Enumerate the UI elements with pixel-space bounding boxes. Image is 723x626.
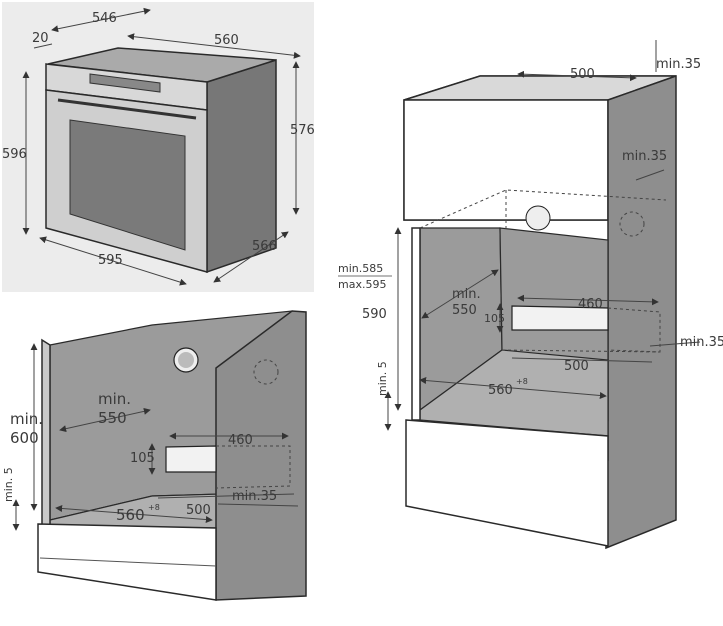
uc-5-label: min. 5 [2, 467, 15, 502]
col-vent-slot [511, 305, 609, 331]
uc-560-dim [55, 504, 213, 524]
col-opening-height-2: max.595 [338, 278, 386, 291]
col-500-label: 500 [570, 67, 595, 82]
oven-546-dim [51, 7, 151, 33]
oven-566-label: 566 [252, 239, 277, 254]
uc-vent-slot-hidden [215, 445, 291, 489]
col-560-tolerance: +8 [516, 377, 528, 386]
uc-gap-label: min.35 [232, 489, 277, 504]
oven-handle [57, 98, 197, 120]
oven-595-dim [39, 236, 187, 286]
uc-vent-hole-inner [178, 352, 194, 368]
col-side-gap-dim [635, 169, 665, 181]
oven-560-label: 560 [214, 33, 239, 48]
uc-vent-hole-hidden [253, 359, 279, 385]
oven-display [89, 73, 161, 93]
col-500b-label: 500 [564, 359, 589, 374]
uc-500-dim [157, 493, 295, 499]
uc-560-label: 560 [116, 506, 145, 524]
oven-576-label: 576 [290, 123, 315, 138]
col-460-dim [517, 294, 659, 306]
col-560-dim [419, 377, 607, 399]
col-500-dim [517, 70, 637, 82]
uc-600-label-2: 600 [10, 429, 39, 447]
col-5-label: min. 5 [376, 361, 389, 396]
col-560-label: 560 [488, 383, 513, 398]
uc-550-label-2: 550 [98, 409, 127, 427]
uc-550-label-1: min. [98, 390, 131, 408]
col-hidden-top [419, 189, 667, 229]
uc-left-edge [41, 338, 51, 530]
col-hidden-back-floor [501, 349, 661, 353]
uc-gap-dim [217, 503, 299, 507]
col-top-front [403, 99, 609, 221]
col-550-dim [421, 269, 499, 319]
oven-560-dim [127, 33, 301, 59]
col-vent-hole [525, 205, 551, 231]
column-cabinet: 500 min.35 min.35 min.585 max.595 590 mi… [338, 40, 723, 550]
oven-595-label: 595 [98, 253, 123, 268]
uc-600-label-1: min. [10, 410, 43, 428]
uc-560-tolerance: +8 [148, 503, 160, 512]
uc-550-dim [59, 407, 151, 433]
col-vent-hole-hidden [619, 211, 645, 237]
col-right-gap-dim [649, 341, 701, 347]
col-590-label: 590 [362, 307, 387, 322]
oven-566-dim [213, 231, 289, 283]
col-550-label-1: min. [452, 287, 481, 302]
uc-460-label: 460 [228, 433, 253, 448]
col-opening-height-1: min.585 [338, 262, 383, 275]
oven-596-label: 596 [2, 147, 27, 162]
uc-vent-slot [165, 445, 217, 473]
col-105-label: 105 [484, 312, 505, 325]
col-460-label: 460 [578, 297, 603, 312]
col-550-label-2: 550 [452, 303, 477, 318]
under-counter-cabinet: min. 550 min. 600 min. 5 460 105 560 +8 … [2, 310, 307, 601]
oven-20-label: 20 [32, 31, 49, 46]
col-top-gap-label: min.35 [656, 57, 701, 72]
col-right-side [605, 74, 677, 550]
col-500b-dim [511, 357, 653, 363]
col-side-gap-label: min.35 [622, 149, 667, 164]
uc-105-label: 105 [130, 451, 155, 466]
oven-20-dim [33, 43, 53, 49]
col-bottom-front [405, 419, 609, 547]
uc-500-label: 500 [186, 503, 211, 518]
col-left-edge [411, 227, 421, 421]
oven-546-label: 546 [92, 11, 117, 26]
oven-drawing: 546 20 560 596 576 595 566 [2, 2, 315, 292]
col-vent-slot-hidden [607, 307, 661, 353]
col-right-gap-label: min.35 [680, 335, 723, 350]
uc-plinth-line [39, 557, 217, 567]
